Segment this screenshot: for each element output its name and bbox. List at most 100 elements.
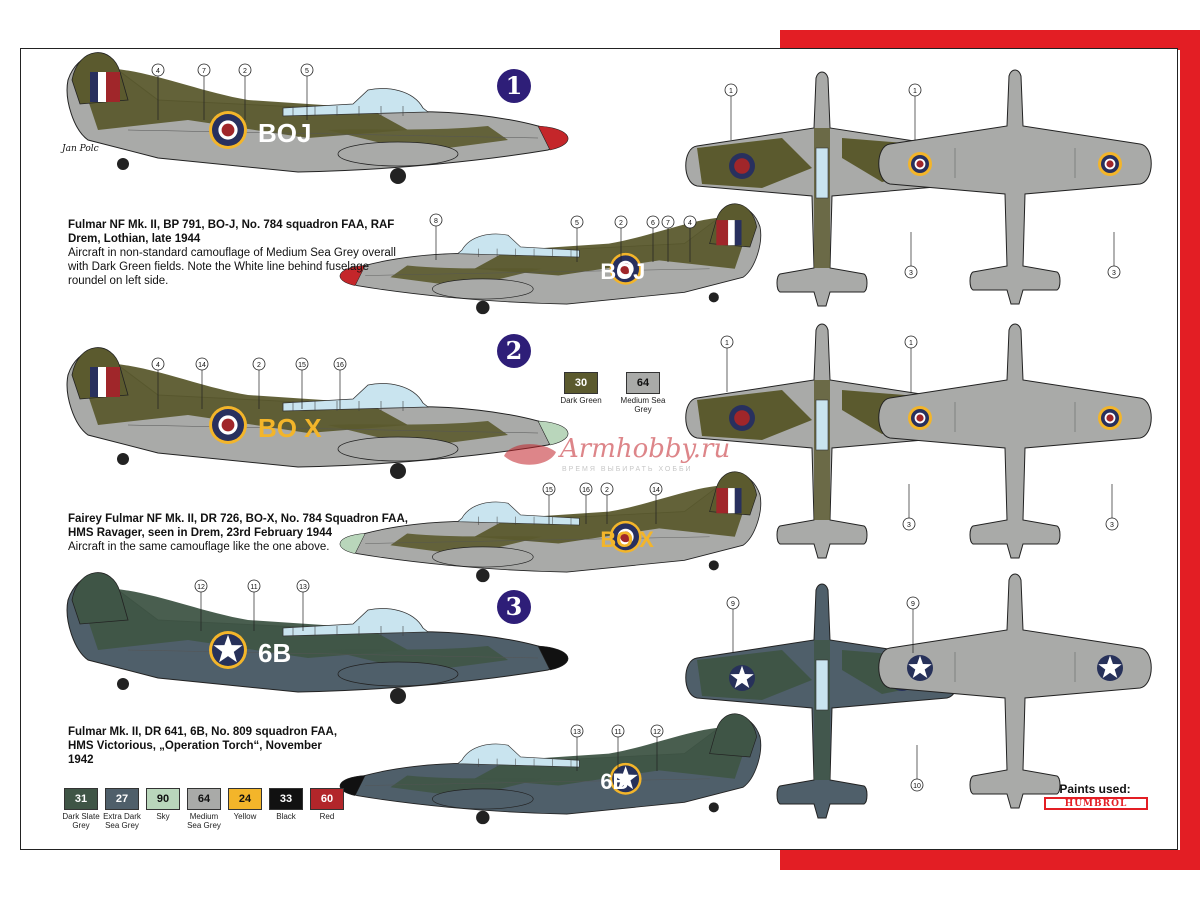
scheme-1-description: Aircraft in non-standard camouflage of M… xyxy=(68,247,396,287)
callout: 14 xyxy=(195,357,209,409)
fin-flash-blue xyxy=(734,220,742,246)
scheme-2-caption: Fairey Fulmar NF Mk. II, DR 726, BO-X, N… xyxy=(68,512,408,554)
wing-root xyxy=(432,278,534,300)
paint-name: Black xyxy=(276,812,296,821)
scheme-1-caption: Fulmar NF Mk. II, BP 791, BO-J, No. 784 … xyxy=(68,218,408,288)
callout-number: 3 xyxy=(1110,522,1114,529)
fin-flash-red xyxy=(716,488,729,514)
callout-number: 14 xyxy=(652,487,660,494)
callout-circle xyxy=(333,357,347,371)
callout-number: 9 xyxy=(911,601,915,608)
callout-circle xyxy=(300,63,314,77)
callout-number: 13 xyxy=(573,729,581,736)
callout-circle xyxy=(683,215,697,229)
callout-circle xyxy=(724,83,738,97)
callout-circle xyxy=(296,579,310,593)
callout-circle xyxy=(295,357,309,371)
callout-circle xyxy=(600,482,614,496)
paint-swatch: 60 xyxy=(310,788,344,810)
scheme-2-badge: 2 xyxy=(497,334,531,368)
callout-number: 1 xyxy=(909,340,913,347)
tail-wheel xyxy=(117,158,129,170)
paint-name: Medium Sea Grey xyxy=(187,812,221,830)
red-accent-bar-right xyxy=(1180,30,1200,870)
callout-number: 8 xyxy=(434,218,438,225)
fin-flash-blue xyxy=(90,72,98,102)
callout: 7 xyxy=(661,215,675,262)
paint-swatch: 24 xyxy=(228,788,262,810)
paint-swatch: 30 xyxy=(564,372,598,394)
spinner xyxy=(339,533,366,554)
humbrol-logo: HUMBROL xyxy=(1044,797,1148,810)
aircraft-code: BOJ xyxy=(258,118,311,148)
callout: 4 xyxy=(151,63,165,120)
main-wheel xyxy=(390,168,406,184)
paint-name: Extra Dark Sea Grey xyxy=(103,812,141,830)
tail-wheel xyxy=(708,560,719,571)
callout: 12 xyxy=(194,579,208,631)
callout-number: 13 xyxy=(299,584,307,591)
callout-circle xyxy=(151,357,165,371)
red-accent-bar-bottom xyxy=(780,850,1200,870)
callout-circle xyxy=(646,215,660,229)
fin-flash-red xyxy=(716,220,729,246)
callout-circle xyxy=(194,579,208,593)
roundel-red xyxy=(620,263,631,275)
callout: 13 xyxy=(570,724,584,771)
callout-number: 1 xyxy=(913,88,917,95)
callout: 3 xyxy=(1107,232,1121,279)
callout-circle xyxy=(904,265,918,279)
callout-number: 10 xyxy=(913,783,921,790)
paint-chip-medium-sea-grey: 64 Medium Sea Grey xyxy=(621,372,665,414)
wing-root xyxy=(432,788,534,810)
canopy xyxy=(456,743,580,768)
bottom-view-2 xyxy=(878,323,1152,559)
callout-number: 15 xyxy=(298,362,306,369)
callout: 1 xyxy=(904,335,918,392)
paint-swatch: 27 xyxy=(105,788,139,810)
callout-circle xyxy=(151,63,165,77)
fin-flash-white xyxy=(728,220,735,246)
callout-number: 2 xyxy=(605,487,609,494)
paints-used-label: Paints used: xyxy=(1059,782,1131,796)
callout: 13 xyxy=(296,579,310,631)
aircraft-code: 6B xyxy=(600,769,628,794)
paint-chip-dark-green: 30 Dark Green xyxy=(560,372,602,405)
callout-number: 12 xyxy=(653,729,661,736)
callout: 14 xyxy=(649,482,663,524)
callout-circle xyxy=(195,357,209,371)
callout-circle xyxy=(570,215,584,229)
callout-circle xyxy=(726,596,740,610)
main-wheel xyxy=(476,810,490,825)
scheme-3-caption: Fulmar Mk. II, DR 641, 6B, No. 809 squad… xyxy=(68,725,348,767)
white-star xyxy=(908,655,932,678)
fin-flash-red xyxy=(106,72,120,102)
paint-swatch: 64 xyxy=(187,788,221,810)
camo-field xyxy=(328,646,508,672)
watermark: Armhobby.ru ВРЕМЯ ВЫБИРАТЬ ХОББИ xyxy=(500,432,740,482)
main-wheel xyxy=(390,688,406,704)
callout-number: 7 xyxy=(202,68,206,75)
callout-circle xyxy=(1107,265,1121,279)
callout-number: 5 xyxy=(575,220,579,227)
spinner xyxy=(339,775,366,796)
paint-name: Yellow xyxy=(233,812,257,821)
white-star xyxy=(213,634,243,663)
callout-circle xyxy=(661,215,675,229)
side-view-4: BO X xyxy=(339,471,762,583)
callout: 2 xyxy=(600,482,614,524)
callout: 8 xyxy=(429,213,443,260)
aircraft-code: 6B xyxy=(258,638,291,668)
callout-number: 11 xyxy=(614,729,621,736)
callout: 11 xyxy=(611,724,625,771)
paint-swatch: 31 xyxy=(64,788,98,810)
callout: 4 xyxy=(683,215,697,262)
paint-swatch: 33 xyxy=(269,788,303,810)
callout: 2 xyxy=(252,357,266,409)
panel-line xyxy=(365,536,710,544)
